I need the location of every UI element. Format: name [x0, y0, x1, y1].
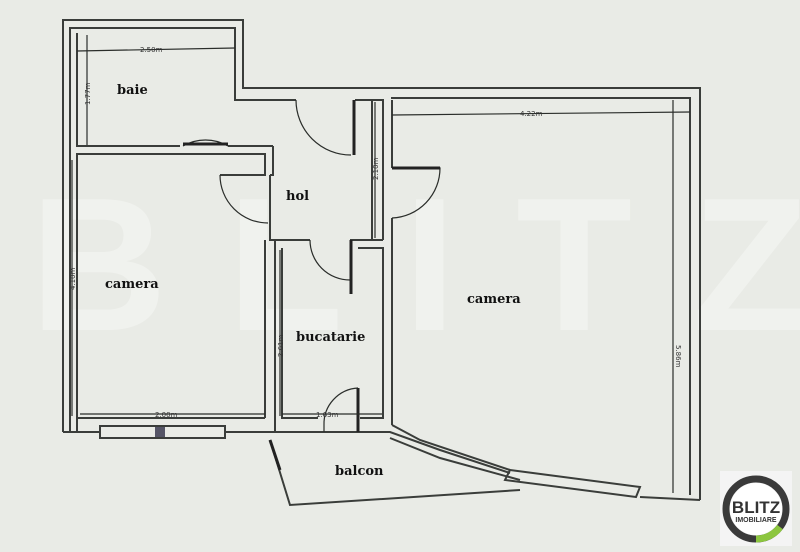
room-label-bucatarie: bucatarie — [296, 330, 365, 345]
dimension-lines — [71, 35, 691, 493]
room-label-balcon: balcon — [335, 464, 384, 479]
watermark: BLITZ — [30, 159, 800, 371]
room-label-camera-left: camera — [105, 277, 159, 292]
doors — [182, 99, 441, 471]
dim-bucatarie-width: 1.63m — [316, 411, 339, 419]
logo-subtext: IMOBILIARE — [735, 517, 777, 524]
logo-text: BLITZ — [732, 498, 780, 517]
dim-camera-left-height: 4.10m — [69, 267, 77, 290]
dim-camera-left-width: 2.00m — [155, 411, 178, 419]
dim-camera-right-height: 5.86m — [674, 345, 682, 368]
dim-bucatarie-height: 2.61m — [277, 334, 285, 357]
walls — [62, 19, 701, 507]
dim-baie-height: 1.77m — [84, 82, 92, 105]
dim-hol-height: 2.10m — [372, 157, 380, 180]
room-label-camera-right: camera — [467, 292, 521, 307]
dim-baie-width: 2.50m — [140, 46, 163, 54]
blitz-logo: BLITZ IMOBILIARE — [720, 471, 792, 546]
dim-camera-right-width: 4.22m — [520, 110, 543, 118]
room-label-baie: baie — [117, 83, 148, 98]
window-handle — [155, 427, 165, 437]
room-label-hol: hol — [286, 189, 309, 204]
